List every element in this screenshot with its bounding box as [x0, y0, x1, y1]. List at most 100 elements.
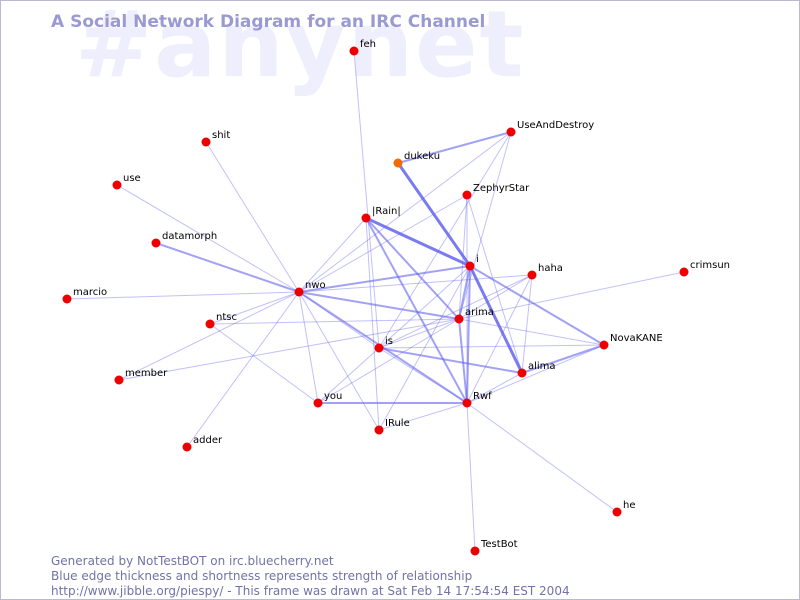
- node-alima[interactable]: alima: [517, 361, 556, 378]
- edge-ZephyrStar-arima: [458, 194, 468, 320]
- edge-Rwf-IRule: [378, 402, 468, 431]
- node-label: member: [125, 368, 168, 379]
- node-feh[interactable]: feh: [349, 39, 377, 56]
- edge-nwo-ZephyrStar: [298, 194, 468, 293]
- node-dot[interactable]: [599, 340, 609, 350]
- edge-arima-Rwf: [458, 318, 468, 404]
- node-ZephyrStar[interactable]: ZephyrStar: [462, 183, 531, 200]
- node-shit[interactable]: shit: [201, 130, 231, 147]
- node-dot[interactable]: [374, 343, 384, 353]
- node-label: ZephyrStar: [473, 183, 530, 194]
- edge-adder-nwo: [186, 291, 300, 448]
- node-datamorph[interactable]: datamorph: [151, 231, 218, 248]
- node-dot[interactable]: [517, 368, 527, 378]
- node-dot[interactable]: [470, 546, 480, 556]
- node-label: i: [476, 254, 479, 265]
- node-label: nwo: [305, 280, 326, 291]
- node-dot[interactable]: [506, 127, 516, 137]
- edge-dukeku-UseAndDestroy: [397, 131, 512, 164]
- node-label: dukeku: [404, 151, 440, 162]
- node-nwo[interactable]: nwo: [294, 280, 326, 297]
- edge-i-NovaKANE: [469, 265, 605, 346]
- node-label: IRule: [385, 418, 410, 429]
- node-dot[interactable]: [361, 213, 371, 223]
- edge-Rwf-NovaKANE: [466, 344, 605, 404]
- node-i[interactable]: i: [465, 254, 479, 271]
- edge-member-arima: [118, 318, 460, 381]
- node-adder[interactable]: adder: [182, 435, 223, 452]
- edge-UseAndDestroy-is: [378, 131, 512, 349]
- node-dot[interactable]: [201, 137, 211, 147]
- node-dot[interactable]: [454, 314, 464, 324]
- node-dukeku[interactable]: dukeku: [393, 151, 441, 168]
- node-dot[interactable]: [182, 442, 192, 452]
- node-label: he: [623, 500, 636, 511]
- node-label: arima: [465, 307, 494, 318]
- node-dot[interactable]: [62, 294, 72, 304]
- node-dot[interactable]: [462, 190, 472, 200]
- node-dot[interactable]: [205, 319, 215, 329]
- node-label: shit: [212, 130, 230, 141]
- edge-nwo-arima: [298, 291, 460, 320]
- node-you[interactable]: you: [313, 391, 343, 408]
- edge-nwo-haha: [298, 274, 533, 293]
- footer-timestamp: http://www.jibble.org/piespy/ - This fra…: [51, 584, 570, 598]
- edge-dukeku-i: [396, 162, 472, 267]
- node-dot[interactable]: [393, 158, 403, 168]
- node-dot[interactable]: [527, 270, 537, 280]
- node-label: |Rain|: [372, 206, 401, 217]
- node-dot[interactable]: [465, 261, 475, 271]
- edge-alima-NovaKANE: [521, 344, 605, 374]
- node-dot[interactable]: [612, 507, 622, 517]
- node-Rwf[interactable]: Rwf: [462, 391, 493, 408]
- edge-IRule-i: [378, 265, 471, 431]
- edge-nwo-IRule: [298, 291, 380, 431]
- footer: Generated by NotTestBOT on irc.bluecherr…: [51, 554, 570, 599]
- node-label: adder: [193, 435, 223, 446]
- node-IRule[interactable]: IRule: [374, 418, 410, 435]
- node-NovaKANE[interactable]: NovaKANE: [599, 333, 663, 350]
- node-dot[interactable]: [294, 287, 304, 297]
- node-label: TestBot: [480, 539, 518, 550]
- node-label: haha: [538, 263, 563, 274]
- node-Rain[interactable]: |Rain|: [361, 206, 401, 223]
- node-label: datamorph: [162, 231, 217, 242]
- node-label: is: [385, 336, 393, 347]
- node-TestBot[interactable]: TestBot: [470, 539, 518, 556]
- node-dot[interactable]: [679, 267, 689, 277]
- edge-Rwf-TestBot: [466, 402, 476, 552]
- edge-member-nwo: [118, 291, 300, 381]
- node-member[interactable]: member: [114, 368, 169, 385]
- node-ntsc[interactable]: ntsc: [205, 312, 237, 329]
- node-label: marcio: [73, 287, 107, 298]
- node-use[interactable]: use: [112, 173, 141, 190]
- footer-generated-by: Generated by NotTestBOT on irc.bluecherr…: [51, 554, 334, 568]
- node-dot[interactable]: [112, 180, 122, 190]
- edge-ntsc-you: [209, 323, 319, 404]
- node-haha[interactable]: haha: [527, 263, 563, 280]
- edge-alima-haha: [521, 274, 533, 374]
- node-dot[interactable]: [374, 425, 384, 435]
- node-marcio[interactable]: marcio: [62, 287, 108, 304]
- node-crimsun[interactable]: crimsun: [679, 260, 731, 277]
- edge-Rwf-haha: [466, 274, 533, 404]
- edge-Rwf-he: [466, 402, 618, 513]
- node-label: Rwf: [473, 391, 492, 402]
- edge-arima-is: [378, 318, 460, 349]
- node-dot[interactable]: [462, 398, 472, 408]
- node-label: you: [324, 391, 342, 402]
- edge-ZephyrStar-alima: [466, 194, 523, 374]
- node-dot[interactable]: [313, 398, 323, 408]
- node-UseAndDestroy[interactable]: UseAndDestroy: [506, 120, 595, 137]
- node-he[interactable]: he: [612, 500, 636, 517]
- edge-nwo-is: [298, 291, 380, 349]
- node-dot[interactable]: [114, 375, 124, 385]
- node-dot[interactable]: [349, 46, 359, 56]
- node-is[interactable]: is: [374, 336, 394, 353]
- node-arima[interactable]: arima: [454, 307, 494, 324]
- node-dot[interactable]: [151, 238, 161, 248]
- edge-marcio-nwo: [66, 291, 300, 300]
